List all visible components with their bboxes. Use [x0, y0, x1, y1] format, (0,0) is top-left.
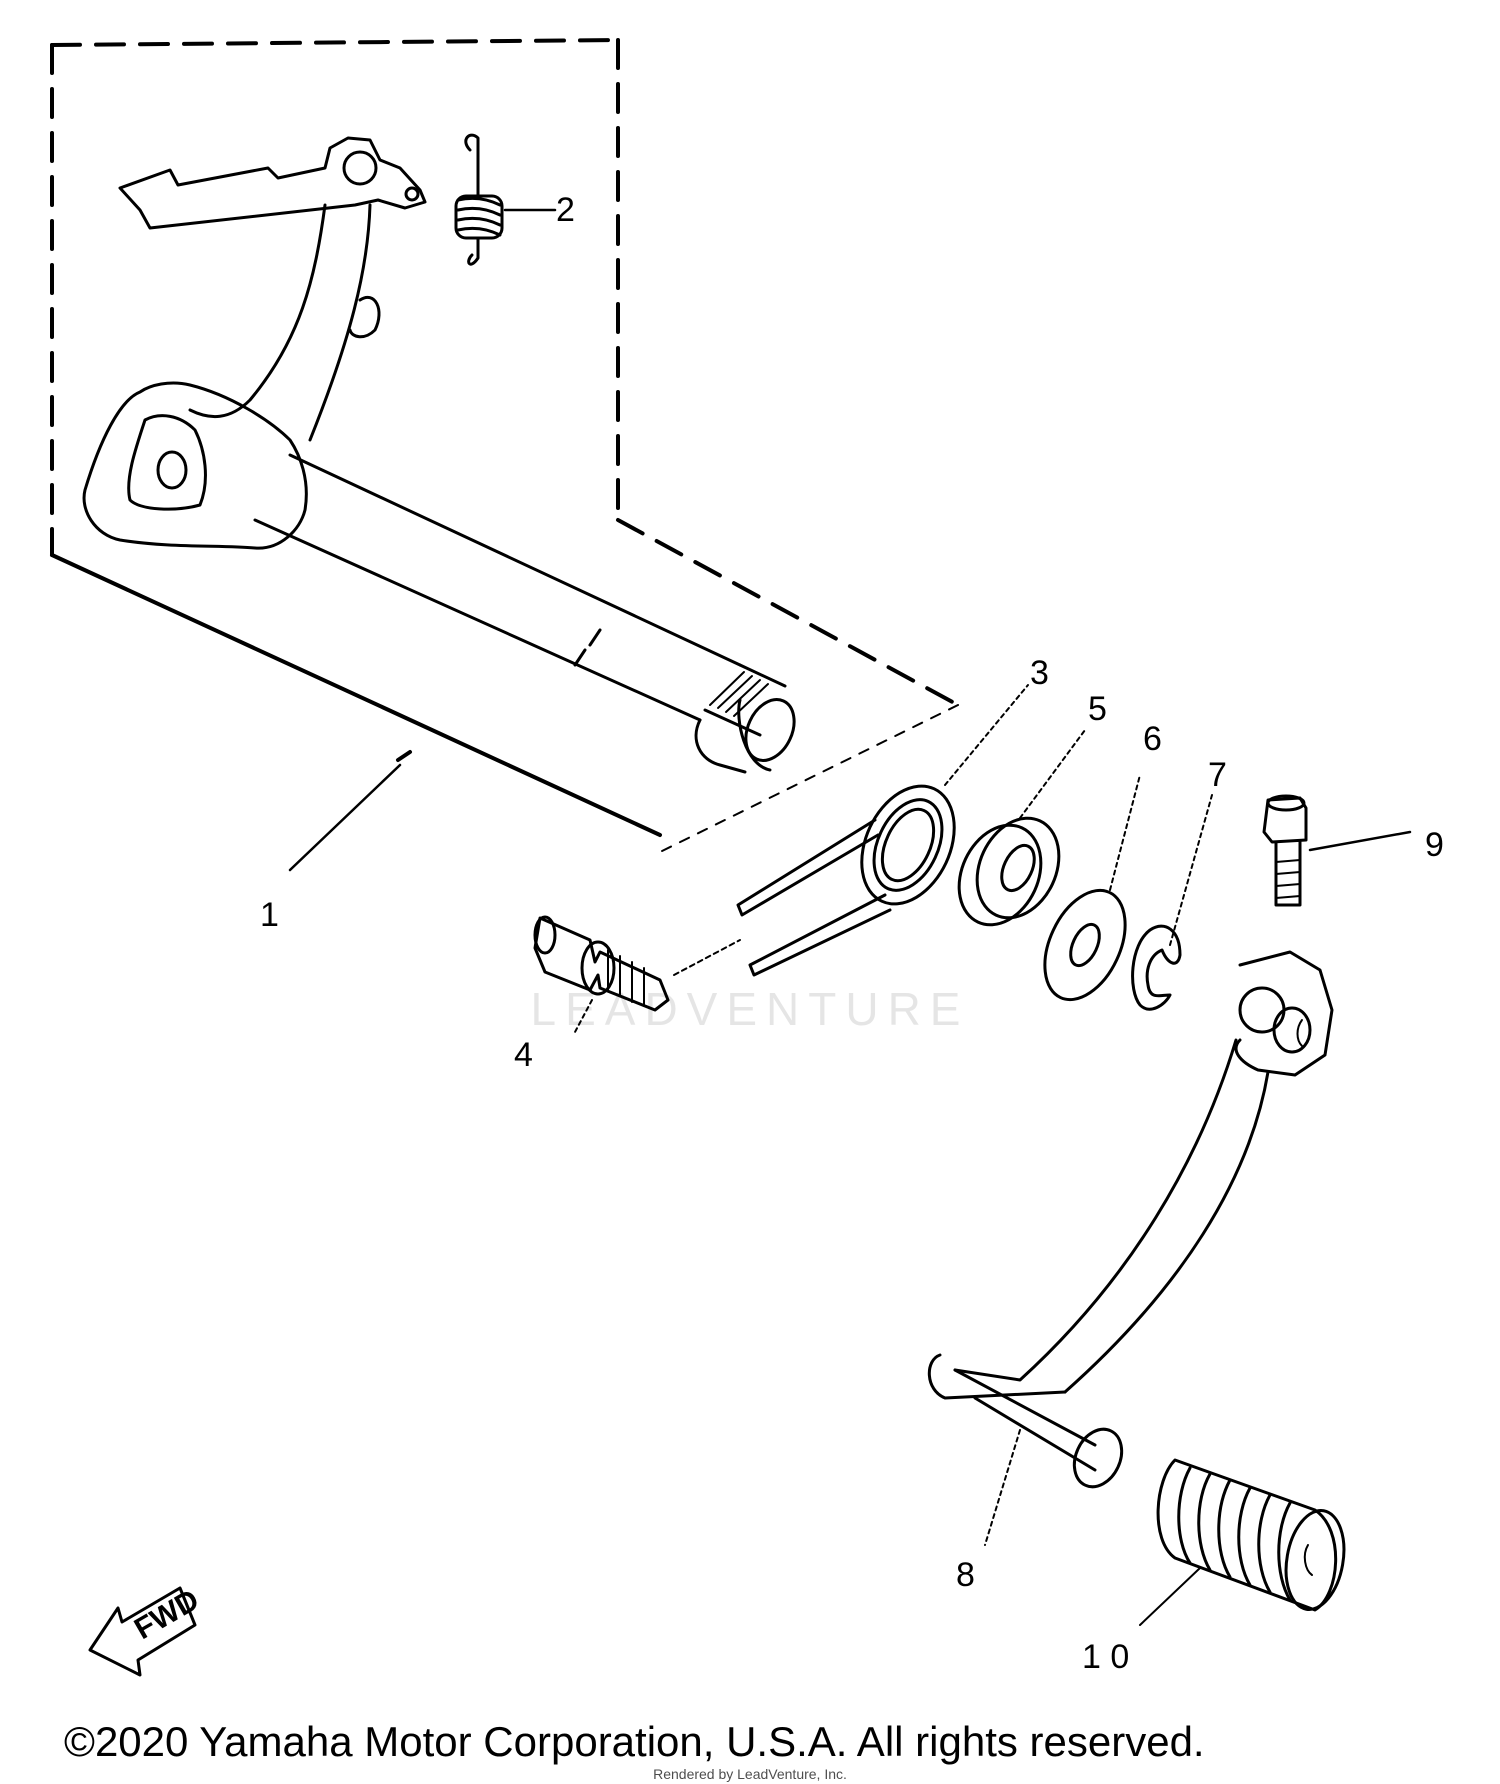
leader-1-stub: [396, 750, 412, 762]
callout-5: 5: [1088, 690, 1107, 728]
collar: [957, 729, 1086, 927]
bolt: [1262, 794, 1412, 907]
callout-4: 4: [514, 1036, 533, 1074]
assembly-boundary: [50, 38, 960, 853]
fwd-arrow-icon: FWD: [88, 1583, 205, 1677]
rendered-by-notice: Rendered by LeadVenture, Inc.: [653, 1766, 847, 1782]
callout-10: 1 0: [1082, 1638, 1130, 1676]
callout-6: 6: [1143, 720, 1162, 758]
pedal-rubber: [1139, 1458, 1346, 1626]
callout-9: 9: [1425, 826, 1444, 864]
stopper-stud: [533, 915, 741, 1033]
callout-7: 7: [1208, 756, 1227, 794]
callout-8: 8: [956, 1556, 975, 1594]
copyright-notice: ©2020 Yamaha Motor Corporation, U.S.A. A…: [64, 1718, 1205, 1765]
spring: [454, 133, 557, 266]
leader-1: [288, 763, 402, 872]
callout-3: 3: [1030, 654, 1049, 692]
callout-1: 1: [260, 896, 279, 934]
torsion-spring: [736, 684, 1029, 977]
shift-shaft-assembly: [82, 136, 796, 774]
svg-text:FWD: FWD: [129, 1583, 205, 1646]
shift-pedal: [927, 950, 1334, 1546]
washer: [1043, 774, 1141, 1002]
callout-2: 2: [556, 191, 575, 229]
watermark: LEADVENTURE: [530, 983, 970, 1035]
circlip: [1131, 794, 1213, 1011]
